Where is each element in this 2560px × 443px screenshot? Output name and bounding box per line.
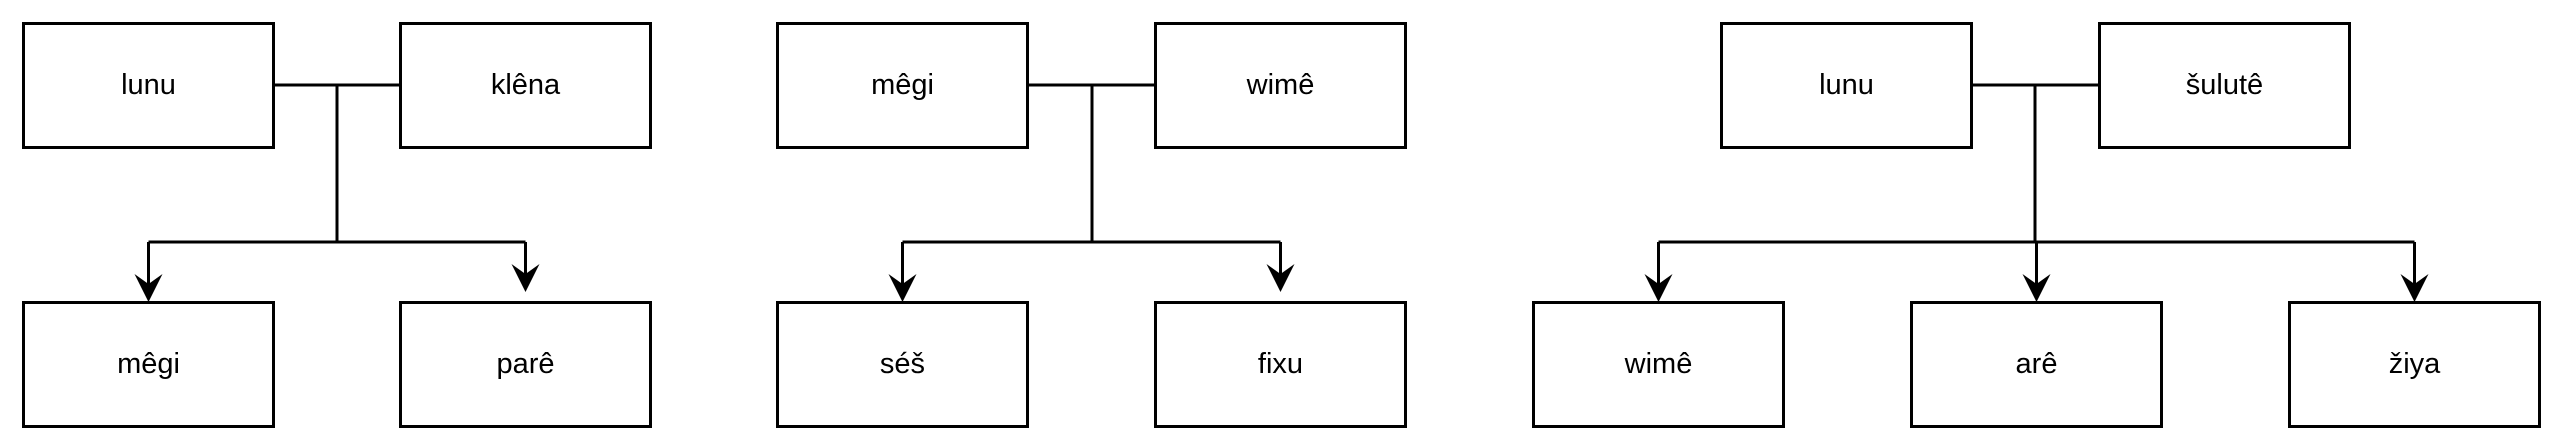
node-label: šulutê [2185, 69, 2264, 101]
child-node-2-1[interactable]: séš [776, 301, 1029, 428]
arrowhead-icon-2-2 [1266, 264, 1295, 292]
child-node-2-2[interactable]: fixu [1154, 301, 1407, 428]
arrowhead-icon-3-2 [2022, 274, 2051, 302]
node-label: klêna [490, 69, 561, 101]
arrowhead-icon-1-2 [511, 264, 540, 292]
child-node-3-1[interactable]: wimê [1532, 301, 1785, 428]
child-node-3-3[interactable]: žiya [2288, 301, 2541, 428]
node-label: wimê [1246, 69, 1315, 101]
parent-node-2-1[interactable]: mêgi [776, 22, 1029, 149]
node-label: mêgi [117, 348, 180, 380]
child-node-1-2[interactable]: parê [399, 301, 652, 428]
parent-node-3-2[interactable]: šulutê [2098, 22, 2351, 149]
arrowhead-icon-1-1 [134, 274, 163, 302]
node-label: arê [2015, 348, 2058, 380]
child-node-1-1[interactable]: mêgi [22, 301, 275, 428]
parent-node-1-2[interactable]: klêna [399, 22, 652, 149]
node-label: séš [879, 348, 926, 380]
node-label: lunu [121, 69, 176, 101]
node-label: lunu [1819, 69, 1874, 101]
node-label: parê [496, 348, 555, 380]
arrowhead-icon-3-3 [2400, 274, 2429, 302]
node-label: mêgi [871, 69, 934, 101]
node-label: wimê [1624, 348, 1693, 380]
arrowhead-icon-2-1 [888, 274, 917, 302]
node-label: fixu [1257, 348, 1304, 380]
parent-node-1-1[interactable]: lunu [22, 22, 275, 149]
child-node-3-2[interactable]: arê [1910, 301, 2163, 428]
parent-node-2-2[interactable]: wimê [1154, 22, 1407, 149]
parent-node-3-1[interactable]: lunu [1720, 22, 1973, 149]
arrowhead-icon-3-1 [1644, 274, 1673, 302]
node-label: žiya [2388, 348, 2441, 380]
